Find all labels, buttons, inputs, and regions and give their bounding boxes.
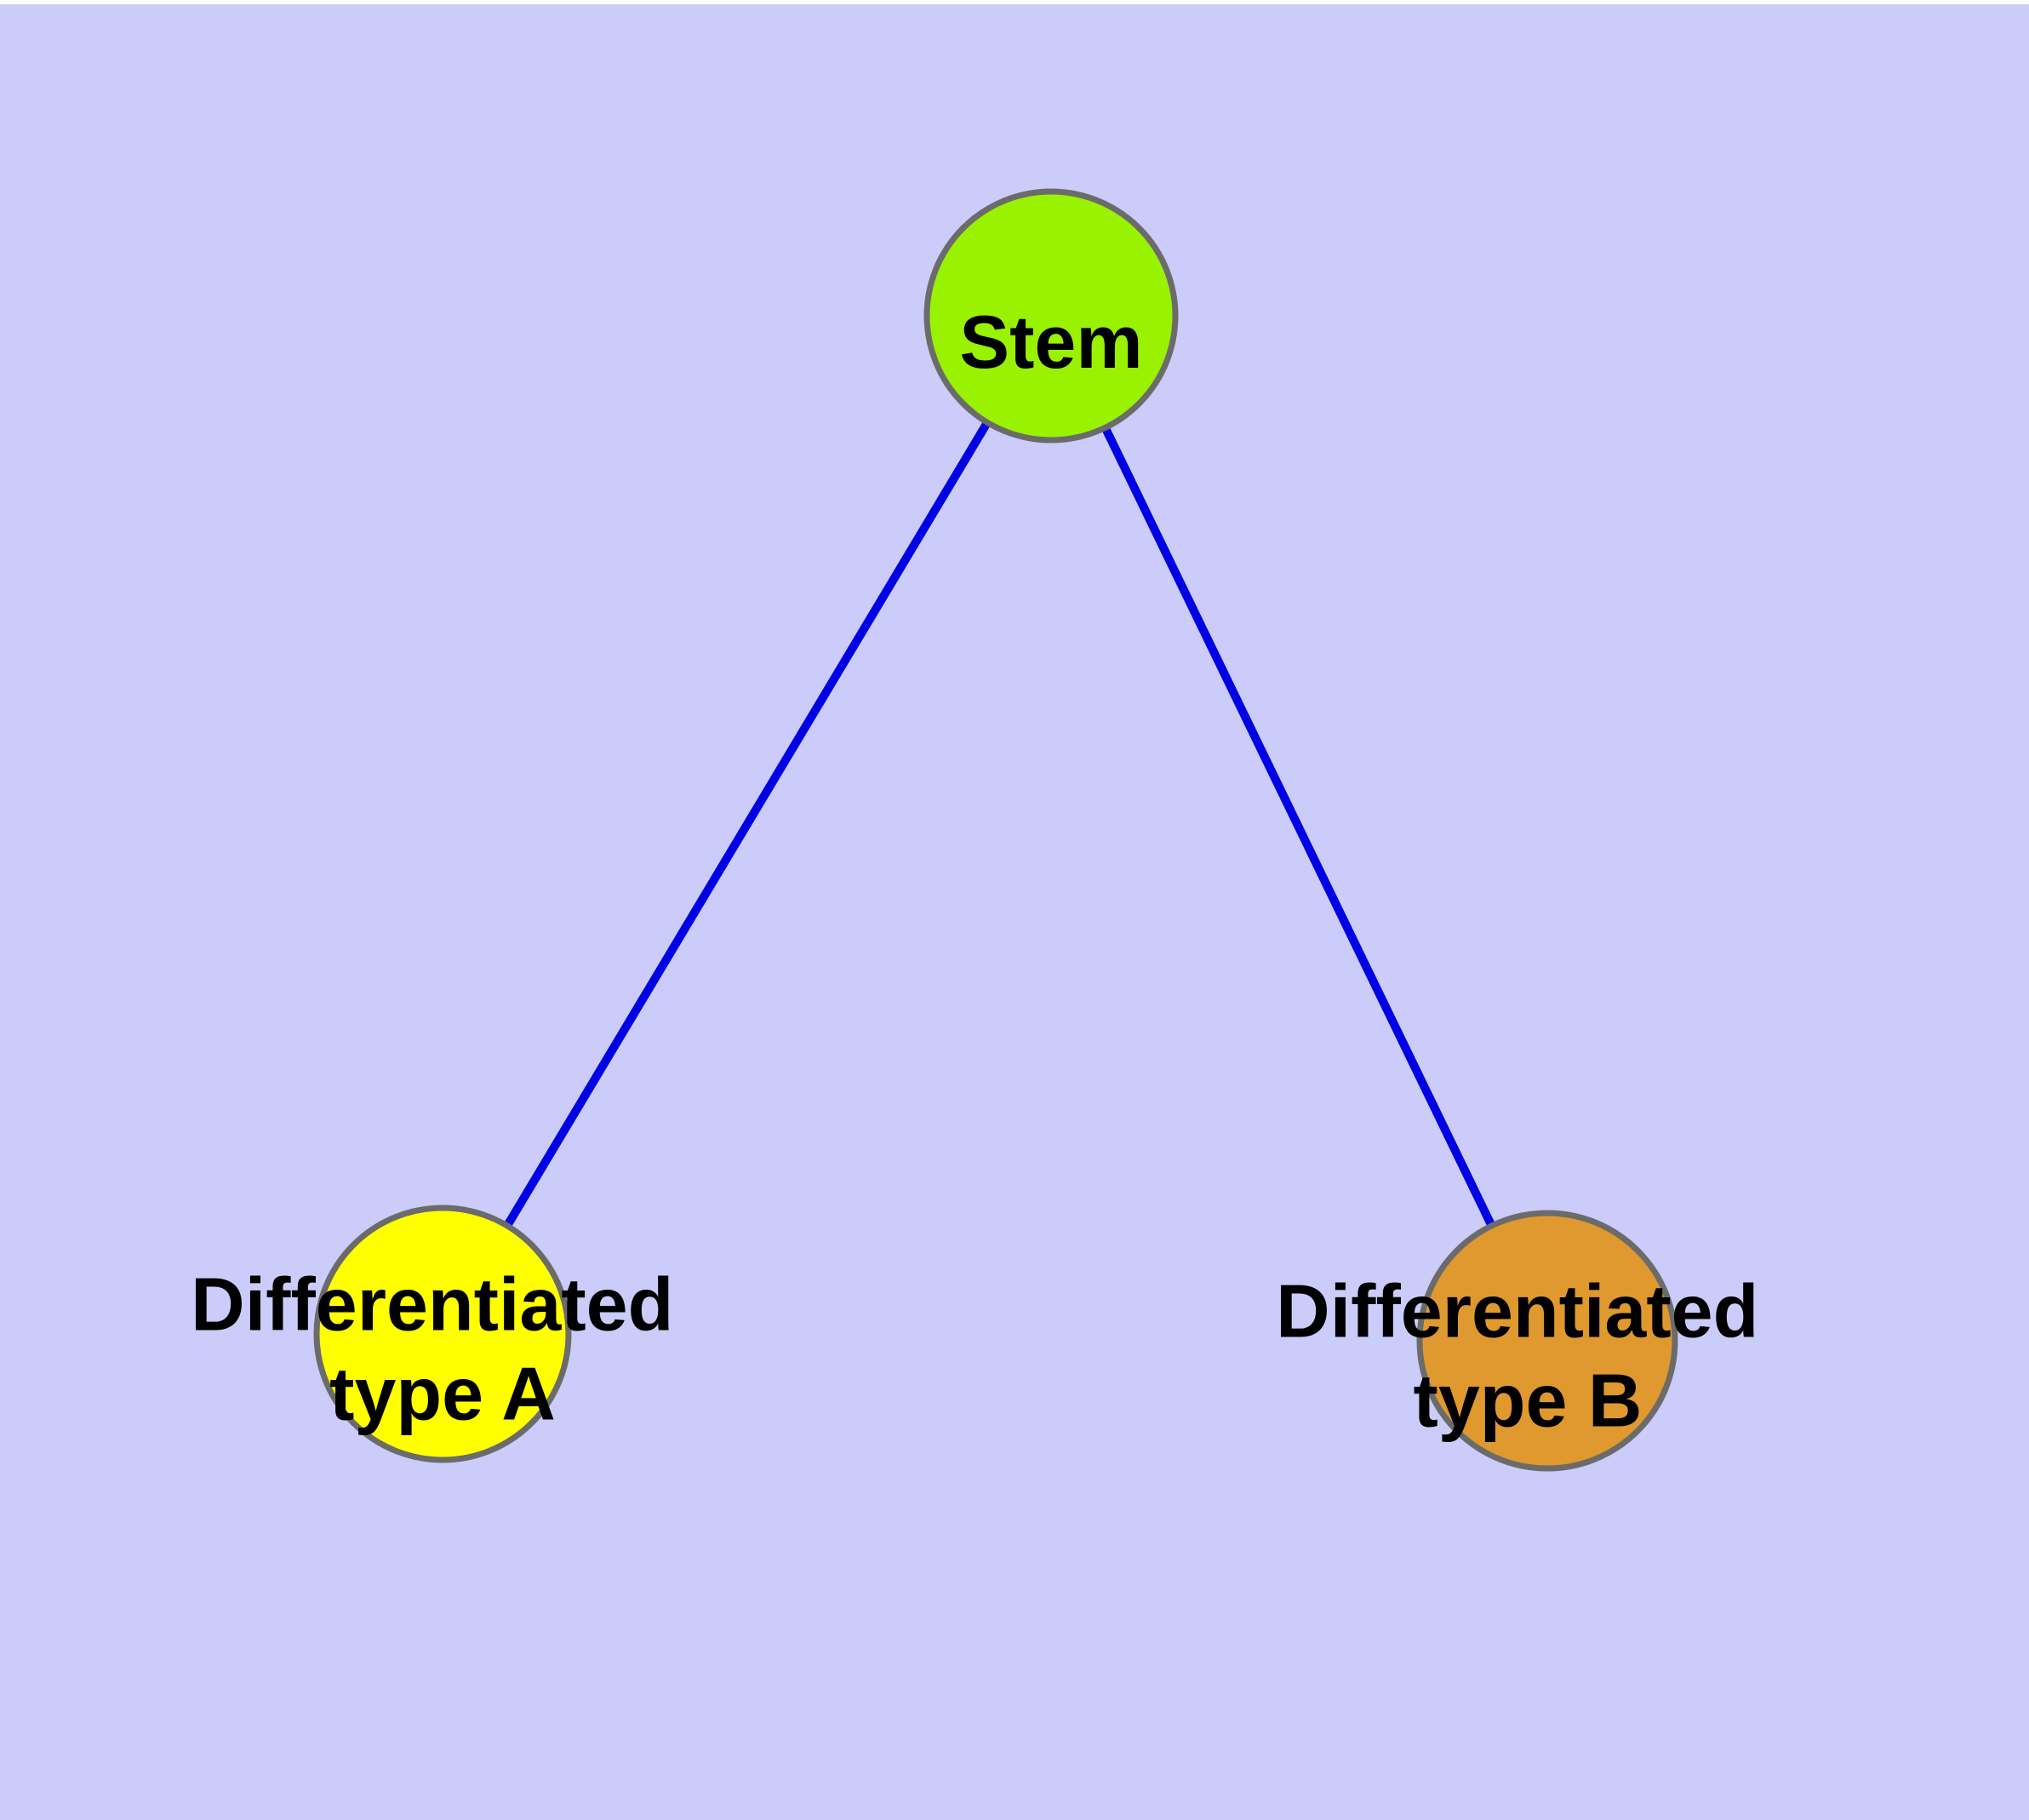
nodes-layer: [313, 188, 1678, 1472]
labels-layer: Stem Differentiated type A Differentiate…: [191, 299, 1780, 1443]
node-stem[interactable]: [923, 188, 1179, 444]
edge-stem-to-differentiated-type-b[interactable]: [1047, 313, 1552, 1343]
edges-layer: [438, 313, 1552, 1343]
node-label-differentiated-type-b: Differentiated type B: [1276, 1269, 1780, 1443]
edge-stem-to-differentiated-type-a[interactable]: [438, 313, 1055, 1336]
node-label-stem: Stem: [959, 299, 1142, 383]
node-differentiated-type-a[interactable]: [313, 1205, 572, 1463]
node-label-differentiated-type-a: Differentiated type A: [191, 1262, 694, 1436]
node-differentiated-type-b[interactable]: [1416, 1210, 1678, 1472]
